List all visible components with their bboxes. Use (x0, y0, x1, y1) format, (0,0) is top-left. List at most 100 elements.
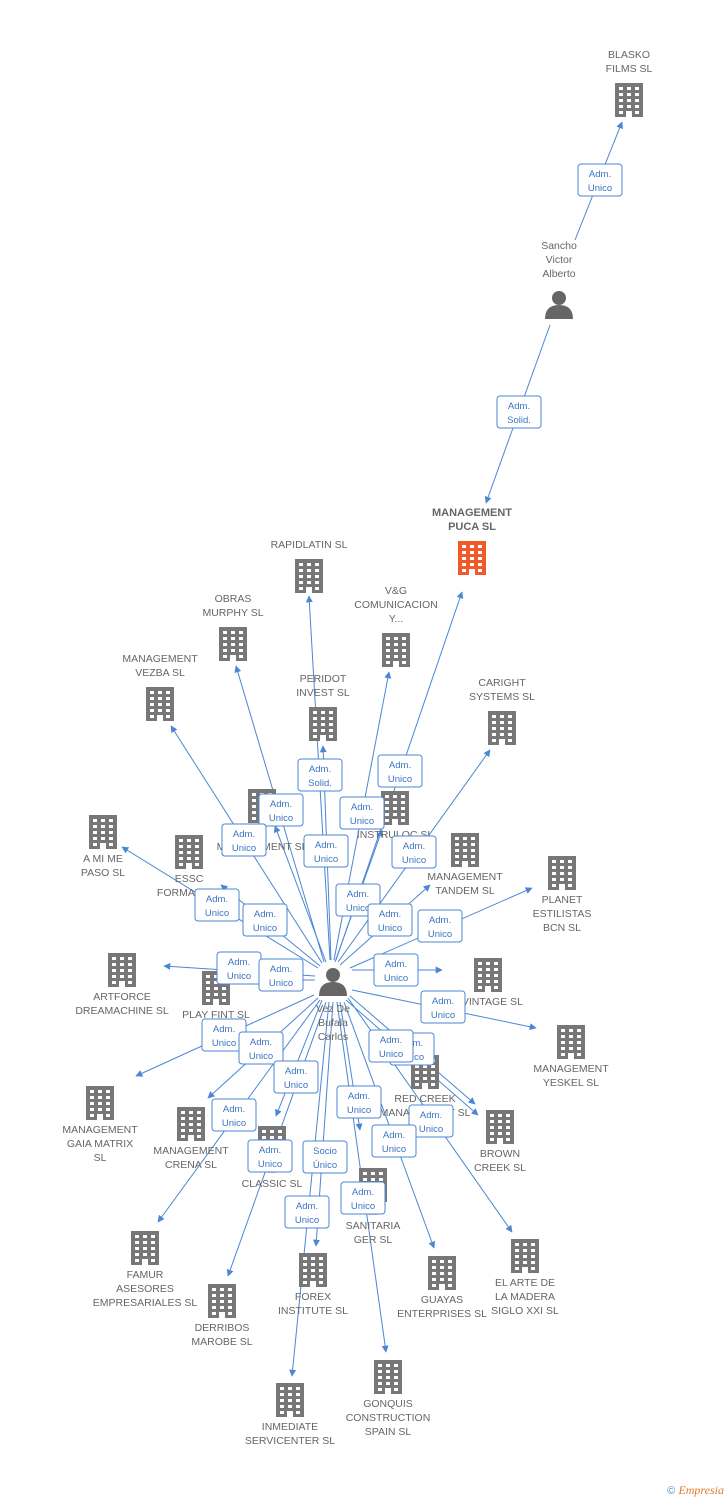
person-icon (545, 291, 573, 319)
building-icon (511, 1239, 539, 1273)
node-label: MANAGEMENT (432, 507, 512, 519)
node-label: SANITARIA (346, 1220, 401, 1232)
relation-label-text: Adm. (233, 829, 255, 840)
relation-label-carlos-brown[interactable]: Adm.Unico (408, 1104, 454, 1138)
relation-label-text: Adm. (383, 1130, 405, 1141)
relation-label-box (242, 903, 288, 937)
relation-label-text: Unico (402, 855, 426, 866)
node-label: CARIGHT (478, 677, 526, 689)
relation-label-carlos-inmediate[interactable]: Adm.Unico (284, 1195, 330, 1229)
relation-label-carlos-artforce[interactable]: Adm.Unico (216, 951, 262, 985)
relation-label-carlos-crena[interactable]: Adm.Unico (238, 1031, 284, 1065)
relation-label-text: Adm. (432, 996, 454, 1007)
brand-logo-text[interactable]: Empresia (678, 1483, 724, 1497)
building-icon (458, 541, 486, 575)
relation-label-carlos-guayas[interactable]: Adm.Unico (368, 1029, 414, 1063)
relation-label-carlos-derribos[interactable]: Adm.Unico (247, 1139, 293, 1173)
relation-label-text: Adm. (385, 959, 407, 970)
relation-label-text: Adm. (285, 1066, 307, 1077)
relation-label-text: Unico (428, 929, 452, 940)
company-node-vg[interactable]: V&GCOMUNICACIONY... (354, 585, 438, 667)
relation-label-carlos-rapidlatin[interactable]: Adm.Unico (258, 793, 304, 827)
node-label: OBRAS (215, 593, 252, 605)
relation-label-carlos-vg[interactable]: Adm.Unico (339, 796, 385, 830)
node-label: PLANET (542, 894, 583, 906)
relation-label-carlos-classic[interactable]: Adm.Unico (273, 1060, 319, 1094)
relation-label-text: Socio (313, 1146, 337, 1157)
node-label: FOREX (295, 1291, 331, 1303)
node-label: SIGLO XXI SL (491, 1305, 559, 1317)
relation-label-text: Único (313, 1160, 337, 1171)
building-icon (428, 1256, 456, 1290)
node-label: SYSTEMS SL (469, 691, 535, 703)
relation-label-carlos-puca[interactable]: Adm.Unico (377, 754, 423, 788)
node-label: YESKEL SL (543, 1077, 599, 1089)
relation-label-carlos-essc[interactable]: Adm.Unico (242, 903, 288, 937)
relation-label-carlos-sanitaria[interactable]: Adm.Unico (336, 1085, 382, 1119)
building-icon (382, 633, 410, 667)
company-node-vintage[interactable]: ...VINTAGE SL (453, 958, 523, 1008)
relation-label-sancho-blasko[interactable]: Adm.Unico (577, 163, 623, 197)
relation-label-carlos-elarte[interactable]: Adm.Unico (371, 1124, 417, 1158)
relation-label-text: Unico (384, 973, 408, 984)
relation-label-carlos-gonquis[interactable]: Adm.Unico (340, 1181, 386, 1215)
company-node-rapidlatin[interactable]: RAPIDLATIN SL (271, 539, 348, 593)
relation-label-carlos-caright[interactable]: Adm.Unico (391, 835, 437, 869)
relation-label-carlos-hidden1[interactable]: Adm.Unico (303, 834, 349, 868)
building-icon (177, 1107, 205, 1141)
relation-label-box (420, 990, 466, 1024)
node-label: COMUNICACION (354, 599, 437, 611)
node-label: SERVICENTER SL (245, 1435, 335, 1447)
relation-label-carlos-tandem[interactable]: Adm.Unico (367, 903, 413, 937)
copyright-symbol: © (667, 1485, 676, 1497)
relation-label-carlos-planet[interactable]: Adm. Unico (417, 909, 463, 943)
relation-label-text: Adm. (254, 909, 276, 920)
relation-label-sancho-puca[interactable]: Adm.Solid. (496, 395, 542, 429)
relation-label-carlos-vezba[interactable]: Adm.Unico (221, 823, 267, 857)
company-node-puca[interactable]: MANAGEMENT PUCA SL (432, 507, 512, 575)
relation-label-carlos-vintage[interactable]: Adm. Unico (373, 953, 419, 987)
relation-label-text: Solid. (308, 778, 332, 789)
relation-label-box (373, 953, 419, 987)
building-icon (86, 1086, 114, 1120)
relation-label-text: Adm. (429, 915, 451, 926)
building-icon (108, 953, 136, 987)
node-label: PUCA SL (448, 521, 496, 533)
relation-label-carlos-playfint[interactable]: Adm.Unico (258, 958, 304, 992)
relation-label-text: Adm. (508, 401, 530, 412)
relation-label-text: Adm. (380, 1035, 402, 1046)
relation-label-carlos-peridot[interactable]: Adm.Solid. (297, 758, 343, 792)
company-node-caright[interactable]: CARIGHT SYSTEMS SL (469, 677, 535, 745)
relation-label-carlos-famur[interactable]: Adm.Unico (211, 1098, 257, 1132)
relation-label-text: Unico (269, 813, 293, 824)
relation-label-box (302, 1140, 348, 1174)
node-label: CREEK SL (474, 1162, 526, 1174)
node-label: FAMUR (127, 1269, 164, 1281)
relation-label-box (339, 796, 385, 830)
relation-label-carlos-yeskel[interactable]: Adm.Unico (420, 990, 466, 1024)
relation-label-carlos-amime[interactable]: Adm.Unico (194, 888, 240, 922)
